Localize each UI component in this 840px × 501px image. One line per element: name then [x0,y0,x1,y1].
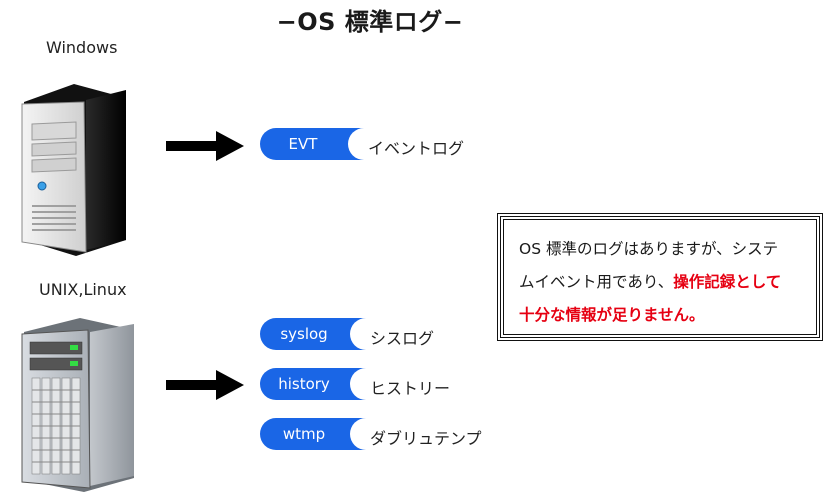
log-tag-syslog: syslog [260,318,368,350]
log-tag-evt: EVT [260,128,366,160]
log-desc-syslog: シスログ [370,329,435,348]
notice-highlight: 操作記録として [673,273,782,291]
log-tag-label: history [278,375,330,393]
notice-line-1: OS 標準のログはありますが、システ [519,240,779,258]
log-desc-wtmp: ダブリュテンプ [370,429,482,448]
log-tag-wtmp: wtmp [260,418,368,450]
log-tag-label: syslog [280,325,328,343]
right-arrow-icon [166,131,244,161]
page-title: −OS 標準ログ− [276,8,464,36]
notice-line-2-plain: ムイベント用であり、 [519,273,674,291]
right-arrow-icon [166,370,244,400]
windows-label: Windows [46,38,118,57]
log-tag-history: history [260,368,368,400]
notice-box: OS 標準のログはありますが、システ ムイベント用であり、操作記録として 十分な… [497,213,823,341]
notice-line-3: 十分な情報が足りません。 [519,306,705,324]
windows-server-icon [21,84,126,256]
rack-server-icon [21,318,134,492]
log-desc-event-log: イベントログ [368,139,465,158]
log-desc-history: ヒストリー [370,379,451,398]
log-tag-label: wtmp [282,425,326,443]
log-tag-label: EVT [288,135,318,153]
unix-linux-label: UNIX,Linux [39,280,127,299]
notice-line-2: ムイベント用であり、操作記録として [519,266,801,299]
